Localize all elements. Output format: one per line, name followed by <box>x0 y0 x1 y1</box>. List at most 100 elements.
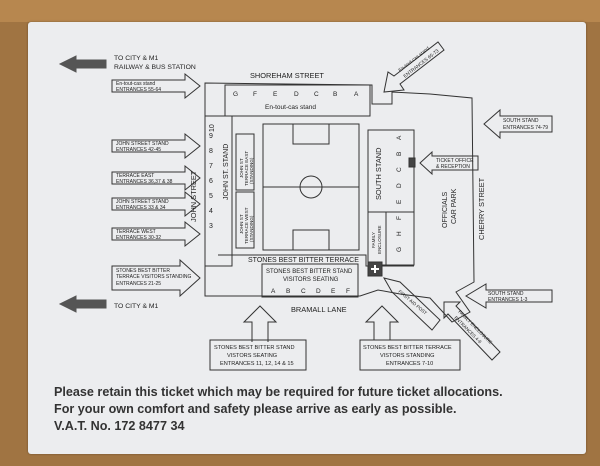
ticket-footer: Please retain this ticket which may be r… <box>54 384 503 435</box>
bottom-box-1-a: STONES BEST BITTER STAND <box>214 345 295 351</box>
stones-letters: A B C D E F <box>271 288 350 295</box>
john-terrace-east-label: JOHN ST TERRACE EAST (STANDING) <box>239 151 254 186</box>
ticket-office-block <box>408 157 416 168</box>
svg-text:3: 3 <box>209 223 213 230</box>
svg-text:C: C <box>396 167 403 172</box>
svg-text:A: A <box>354 91 359 98</box>
stones-stand-label-2: VISITORS SEATING <box>283 277 339 283</box>
top-label-2: RAILWAY & BUS STATION <box>114 64 196 71</box>
svg-text:G: G <box>233 91 238 98</box>
svg-text:B: B <box>286 288 290 295</box>
svg-text:FAMILY: FAMILY <box>371 232 376 248</box>
footer-line-3: V.A.T. No. 172 8477 34 <box>54 419 185 433</box>
john-terrace-west <box>235 191 255 249</box>
right-label-ticket-b: & RECEPTION <box>436 164 470 170</box>
ticket-card <box>28 22 586 454</box>
street-john: JOHN STREET <box>189 170 198 222</box>
svg-text:D: D <box>294 91 299 98</box>
svg-text:F: F <box>253 91 257 98</box>
stones-stand-label-1: STONES BEST BITTER STAND <box>266 269 353 275</box>
bottom-left-label: TO CITY & M1 <box>114 303 159 310</box>
entrance-arrow-south <box>483 108 553 140</box>
svg-text:D: D <box>316 288 321 295</box>
left-label-6c: ENTRANCES 21-25 <box>116 281 161 287</box>
bottom-box-1-c: ENTRANCES 11, 12, 14 & 15 <box>220 361 294 367</box>
street-cherry: CHERRY STREET <box>477 177 486 240</box>
svg-text:CAR PARK: CAR PARK <box>451 188 458 224</box>
bottom-box-2-c: ENTRANCES 7-10 <box>386 361 433 367</box>
street-bramall: BRAMALL LANE <box>291 305 347 314</box>
left-label-3b: ENTRANCES 36,37 & 38 <box>116 179 173 185</box>
svg-text:4: 4 <box>209 208 213 215</box>
entrance-arrow-2 <box>111 132 201 160</box>
family-arrow <box>443 301 501 361</box>
bottom-arrow-1 <box>242 305 278 342</box>
south-stand-label: SOUTH STAND <box>374 148 383 200</box>
south-letters: A B C D E F H G <box>396 135 403 252</box>
john-numbers: 3 4 5 6 7 8 9 10 <box>209 124 216 230</box>
arrow-left-icon <box>58 295 107 313</box>
stones-terrace-label: STONES BEST BITTER TERRACE <box>248 257 359 264</box>
svg-text:ENCLOSURE: ENCLOSURE <box>377 225 382 254</box>
arrow-left-icon <box>58 55 107 73</box>
svg-text:(STANDING): (STANDING) <box>249 215 254 242</box>
svg-text:10: 10 <box>209 124 216 132</box>
svg-text:C: C <box>301 288 306 295</box>
svg-text:7: 7 <box>209 163 213 170</box>
entrance-arrow-ticket <box>419 150 479 176</box>
svg-text:TERRACE WEST: TERRACE WEST <box>244 207 249 244</box>
svg-text:F: F <box>396 216 403 220</box>
left-label-2b: ENTRANCES 42-45 <box>116 147 161 153</box>
entrance-arrow-1 <box>111 72 201 100</box>
entrance-arrow-4 <box>111 190 201 218</box>
svg-text:(STANDING): (STANDING) <box>249 157 254 184</box>
footer-line-1: Please retain this ticket which may be r… <box>54 385 503 399</box>
entrance-arrow-south2 <box>465 283 553 309</box>
svg-text:5: 5 <box>209 193 213 200</box>
bottom-box-1 <box>209 339 307 371</box>
street-shoreham: SHOREHAM STREET <box>250 71 324 80</box>
svg-text:JOHN ST: JOHN ST <box>239 158 244 178</box>
bottom-box-2 <box>359 339 461 371</box>
south-stand <box>367 129 415 266</box>
wooden-background <box>0 0 600 22</box>
john-st-stand-label: JOHN ST. STAND <box>223 144 230 200</box>
left-label-3a: TERRACE EAST <box>116 173 154 179</box>
svg-text:G: G <box>396 247 403 252</box>
entrance-arrow-3 <box>111 164 201 192</box>
svg-text:TERRACE EAST: TERRACE EAST <box>244 151 249 186</box>
svg-text:A: A <box>396 135 403 140</box>
entoutcas-stand <box>224 84 371 117</box>
top-label-1: TO CITY & M1 <box>114 55 159 62</box>
john-st-stand <box>204 115 233 267</box>
left-label-5a: TERRACE WEST <box>116 229 156 235</box>
family-enclosure-label: FAMILY ENCLOSURE <box>371 225 382 254</box>
svg-text:9: 9 <box>209 133 213 140</box>
left-label-5b: ENTRANCES 30-32 <box>116 235 161 241</box>
svg-text:B: B <box>333 91 337 98</box>
svg-text:C: C <box>314 91 319 98</box>
bottom-box-2-b: VISTORS STANDING <box>380 353 435 359</box>
left-label-4a: JOHN STREET STAND <box>116 199 169 205</box>
right-label-south-b: ENTRANCES 74-79 <box>503 125 548 131</box>
entrance-arrow-6 <box>111 258 201 298</box>
left-label-1a: En-tout-cas stand <box>116 81 155 87</box>
footer-line-2: For your own comfort and safety please a… <box>54 402 457 416</box>
first-aid-arrow <box>382 277 441 331</box>
left-label-1b: ENTRANCES 55-64 <box>116 87 161 93</box>
svg-text:8: 8 <box>209 148 213 155</box>
svg-text:E: E <box>396 199 403 204</box>
entoutcas-stand-label: En-tout-cas stand <box>265 104 316 111</box>
stones-stand <box>261 263 359 298</box>
john-terrace-west-label: JOHN ST TERRACE WEST (STANDING) <box>239 207 254 244</box>
right-label-south2-a: SOUTH STAND <box>488 291 524 297</box>
left-label-6a: STONES BEST BITTER <box>116 268 170 274</box>
entrance-arrow-5 <box>111 220 201 248</box>
entoutcas-letters: G F E D C B A <box>233 91 359 98</box>
svg-text:JOHN ST: JOHN ST <box>239 214 244 234</box>
svg-text:E: E <box>273 91 278 98</box>
right-label-south-a: SOUTH STAND <box>503 118 539 124</box>
svg-text:6: 6 <box>209 178 213 185</box>
svg-text:A: A <box>271 288 276 295</box>
